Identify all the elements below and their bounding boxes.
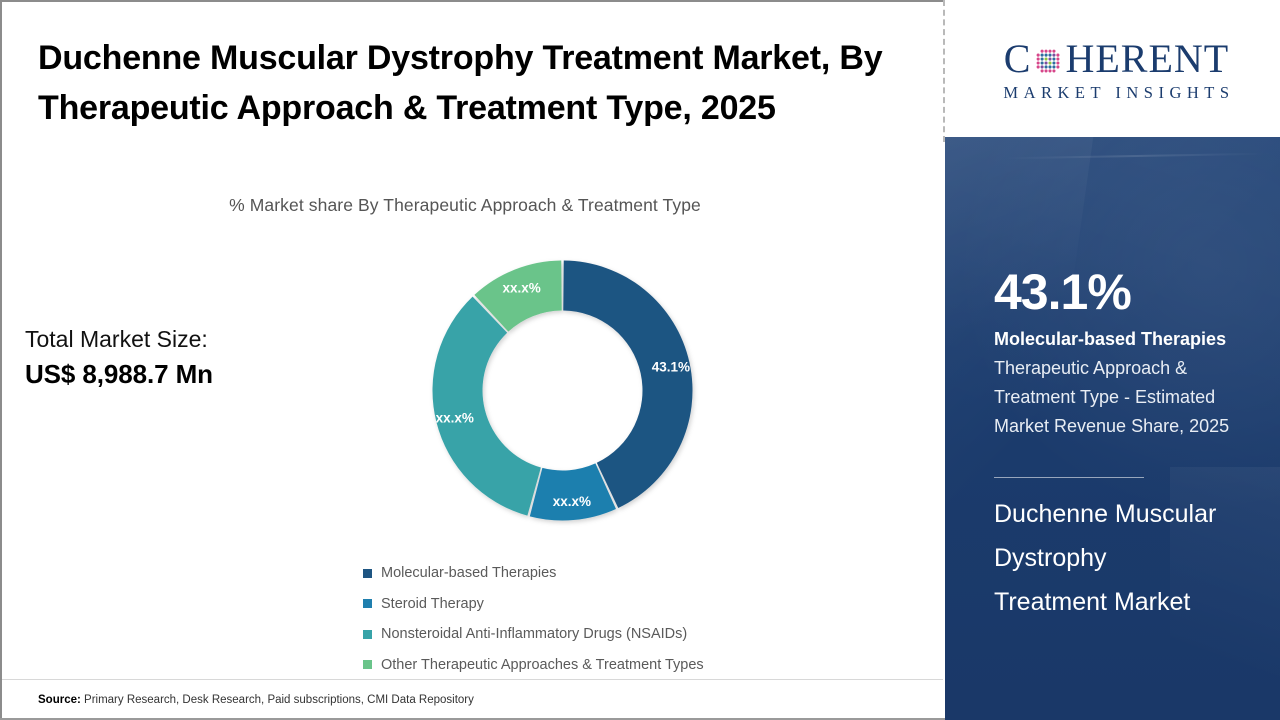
globe-dot <box>1052 68 1056 72</box>
donut-slice-label: 43.1% <box>652 360 690 375</box>
total-market-size-block: Total Market Size: US$ 8,988.7 Mn <box>25 322 345 392</box>
globe-dots-icon <box>1037 49 1060 72</box>
globe-dot <box>1048 49 1053 53</box>
globe-dot <box>1037 57 1041 61</box>
globe-dot <box>1041 49 1045 53</box>
globe-dot <box>1056 57 1060 61</box>
globe-dot <box>1052 57 1056 61</box>
globe-dot <box>1037 60 1041 65</box>
logo-letter-c: C <box>1003 35 1032 81</box>
globe-dot <box>1056 64 1060 68</box>
legend-item[interactable]: Molecular-based Therapies <box>363 558 704 589</box>
globe-dot <box>1044 57 1049 61</box>
source-line: Source: Primary Research, Desk Research,… <box>38 694 474 706</box>
legend-label: Steroid Therapy <box>381 595 484 612</box>
globe-dot <box>1044 60 1049 65</box>
legend-item[interactable]: Nonsteroidal Anti-Inflammatory Drugs (NS… <box>363 619 704 650</box>
globe-dot <box>1052 53 1056 57</box>
donut-chart-svg: 43.1% xx.x% xx.x% xx.x% <box>432 260 693 521</box>
globe-dot <box>1041 57 1045 61</box>
company-logo: C HERENT MARKET INSIGHTS <box>953 2 1280 137</box>
legend-item[interactable]: Steroid Therapy <box>363 589 704 620</box>
main-content-area: Duchenne Muscular Dystrophy Treatment Ma… <box>2 39 943 706</box>
legend-label: Other Therapeutic Approaches & Treatment… <box>381 656 704 673</box>
globe-dot <box>1041 64 1045 68</box>
globe-dot <box>1048 68 1053 72</box>
donut-slice <box>529 463 616 521</box>
globe-dot <box>1044 68 1049 72</box>
stat-divider <box>994 477 1144 478</box>
globe-dot <box>1037 64 1041 68</box>
globe-dot <box>1044 53 1049 57</box>
footer-divider <box>2 679 943 680</box>
legend-label: Molecular-based Therapies <box>381 565 557 582</box>
globe-dot <box>1048 60 1053 65</box>
donut-slice-label: xx.x% <box>436 410 474 425</box>
donut-slice-group <box>432 260 693 521</box>
dashed-divider <box>943 0 945 142</box>
globe-dot <box>1041 68 1045 72</box>
globe-dot <box>1056 53 1060 57</box>
chart-subtitle: % Market share By Therapeutic Approach &… <box>229 195 701 215</box>
donut-label-group: 43.1% xx.x% xx.x% xx.x% <box>436 280 690 509</box>
globe-dot <box>1052 49 1056 53</box>
frame-top-border <box>0 0 945 2</box>
source-label: Source: <box>38 694 81 706</box>
donut-slice <box>474 260 562 332</box>
source-text: Primary Research, Desk Research, Paid su… <box>80 694 474 706</box>
stat-percentage: 43.1% <box>994 264 1132 320</box>
donut-chart: 43.1% xx.x% xx.x% xx.x% <box>420 248 705 533</box>
globe-dot <box>1044 64 1049 68</box>
total-market-size-value: US$ 8,988.7 Mn <box>25 359 213 389</box>
legend-swatch-icon <box>363 629 372 639</box>
logo-word-herent: HERENT <box>1065 35 1230 81</box>
panel-texture <box>1170 467 1280 720</box>
market-name: Duchenne Muscular Dystrophy Treatment Ma… <box>994 500 1217 616</box>
total-market-size-label: Total Market Size: <box>25 326 208 352</box>
globe-dot <box>1041 60 1045 65</box>
legend-swatch-icon <box>363 568 372 578</box>
stat-description: Molecular-based Therapies Therapeutic Ap… <box>994 325 1244 441</box>
right-column: C HERENT MARKET INSIGHTS 43.1% Molecular… <box>945 0 1280 720</box>
globe-dot <box>1048 64 1053 68</box>
logo-inner: C HERENT MARKET INSIGHTS <box>998 35 1235 103</box>
stat-description-bold: Molecular-based Therapies <box>994 329 1227 349</box>
globe-dot <box>1048 53 1053 57</box>
legend-item[interactable]: Other Therapeutic Approaches & Treatment… <box>363 650 704 681</box>
globe-dot <box>1056 60 1060 65</box>
logo-subtitle: MARKET INSIGHTS <box>1003 82 1235 102</box>
donut-slice <box>432 296 541 516</box>
logo-wordmark: C HERENT <box>998 35 1234 81</box>
globe-dot <box>1037 53 1041 57</box>
side-stat-panel: 43.1% Molecular-based Therapies Therapeu… <box>945 137 1280 720</box>
globe-dot <box>1048 57 1053 61</box>
globe-dot <box>1041 53 1045 57</box>
donut-slice <box>563 260 693 508</box>
frame-left-border <box>0 0 2 720</box>
globe-dot <box>1044 49 1049 53</box>
globe-dot <box>1052 64 1056 68</box>
legend-swatch-icon <box>363 660 372 670</box>
frame-bottom-border <box>0 718 945 720</box>
donut-slice-label: xx.x% <box>553 494 591 509</box>
globe-dot <box>1052 60 1056 65</box>
stat-description-rest: Therapeutic Approach & Treatment Type - … <box>994 358 1230 436</box>
legend-swatch-icon <box>363 599 372 609</box>
page-title: Duchenne Muscular Dystrophy Treatment Ma… <box>38 39 883 127</box>
donut-slice-label: xx.x% <box>502 280 540 295</box>
legend-label: Nonsteroidal Anti-Inflammatory Drugs (NS… <box>381 626 688 643</box>
